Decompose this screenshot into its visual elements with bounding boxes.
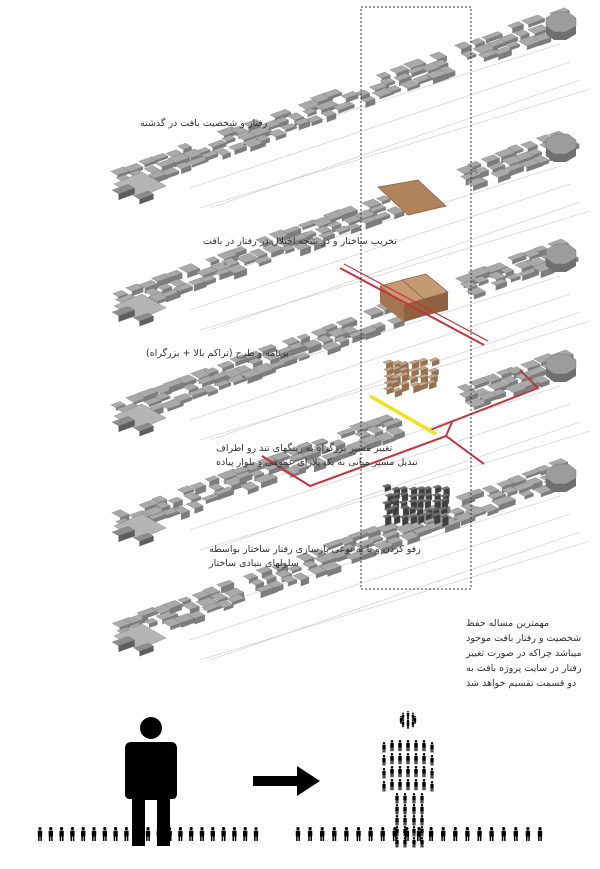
layer-5-label-line-1: رفو کردن و یا به نوعی بازسازی رفتار ساخت… — [209, 544, 421, 555]
note-line-2: شخصیت و رفتار بافت موجود — [466, 633, 581, 644]
note-line-5: دو قسمت تقسیم خواهد شد — [466, 678, 576, 689]
layer-4-label-line-1: تغییر مسیر بزرگراه به رینگهای تند رو اطر… — [216, 442, 393, 454]
crowd-person-icon — [382, 711, 434, 848]
city-layer-1 — [110, 7, 591, 209]
note-line-3: میباشد چراکه در صورت تغییر — [465, 648, 582, 659]
pedestrian-boulevard-yellow — [369, 394, 437, 436]
brown-towers — [379, 273, 449, 322]
crowd-row-right — [295, 827, 543, 841]
brown-cell-cluster — [382, 357, 440, 398]
layer-4-label-line-2: تبدیل مسیر میانی به یک پلازای عمومی و بل… — [216, 457, 418, 468]
single-person-icon — [125, 717, 177, 846]
layer-3-label: برنامه و طرح (تراکم بالا + بزرگراه) — [146, 347, 289, 359]
city-layers — [110, 7, 591, 661]
layer-2-label: تخریب ساختار و در نتیجه اختلال در رفتار … — [203, 236, 397, 247]
crowd-row-left — [37, 827, 259, 841]
layer-1-label: رفتار و شخصیت بافت در گذشته — [140, 117, 268, 129]
brown-cleared-block — [377, 179, 447, 216]
dark-cell-cluster — [381, 483, 450, 528]
city-layer-5 — [111, 458, 591, 661]
city-layer-4 — [111, 349, 591, 551]
arrow-right-icon — [253, 766, 320, 796]
city-layer-2 — [111, 130, 591, 331]
note-line-4: رفتار در سایت پروژه بافت به — [466, 663, 582, 674]
project-site-frame — [360, 6, 472, 590]
city-layer-3 — [110, 238, 591, 441]
layer-5-label-line-2: سلولهای بنیادی ساختار — [208, 558, 299, 569]
note-line-1: مهمترین مساله حفظ — [466, 618, 549, 629]
highway-red — [261, 263, 540, 488]
